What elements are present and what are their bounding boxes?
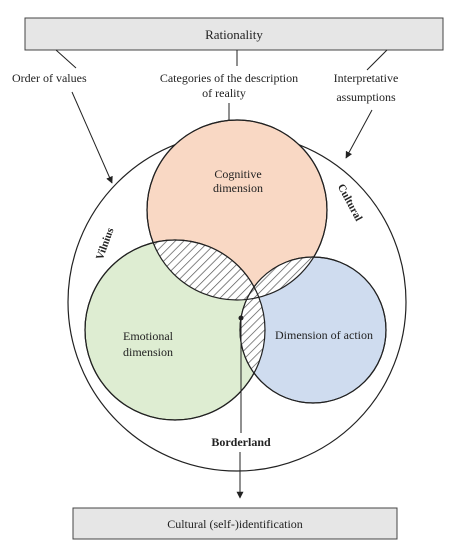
borderland-label: Borderland: [211, 435, 271, 449]
action-label: Dimension of action: [275, 328, 373, 342]
rationality-label: Rationality: [205, 27, 263, 42]
cognitive-label-line2: dimension: [213, 181, 263, 195]
cognitive-label-line1: Cognitive: [214, 167, 261, 181]
interpretative-label-line1: Interpretative: [334, 71, 399, 85]
categories-label-line1: Categories of the description: [160, 71, 298, 85]
emotional-label-line2: dimension: [123, 345, 173, 359]
arrow-interpretative: [345, 109, 373, 159]
emotional-label-line1: Emotional: [123, 329, 174, 343]
line-left-connector: [55, 49, 77, 69]
line-right-connector: [366, 49, 388, 71]
identification-label: Cultural (self-)identification: [167, 517, 303, 531]
identification-box: [72, 507, 398, 540]
categories-label-line2: of reality: [202, 86, 246, 100]
arrow-order-of-values: [71, 91, 113, 184]
overlap-top-left: [147, 240, 265, 300]
rationality-box: [24, 17, 444, 51]
order-of-values-label: Order of values: [12, 71, 87, 85]
interpretative-label-line2: assumptions: [336, 90, 396, 104]
